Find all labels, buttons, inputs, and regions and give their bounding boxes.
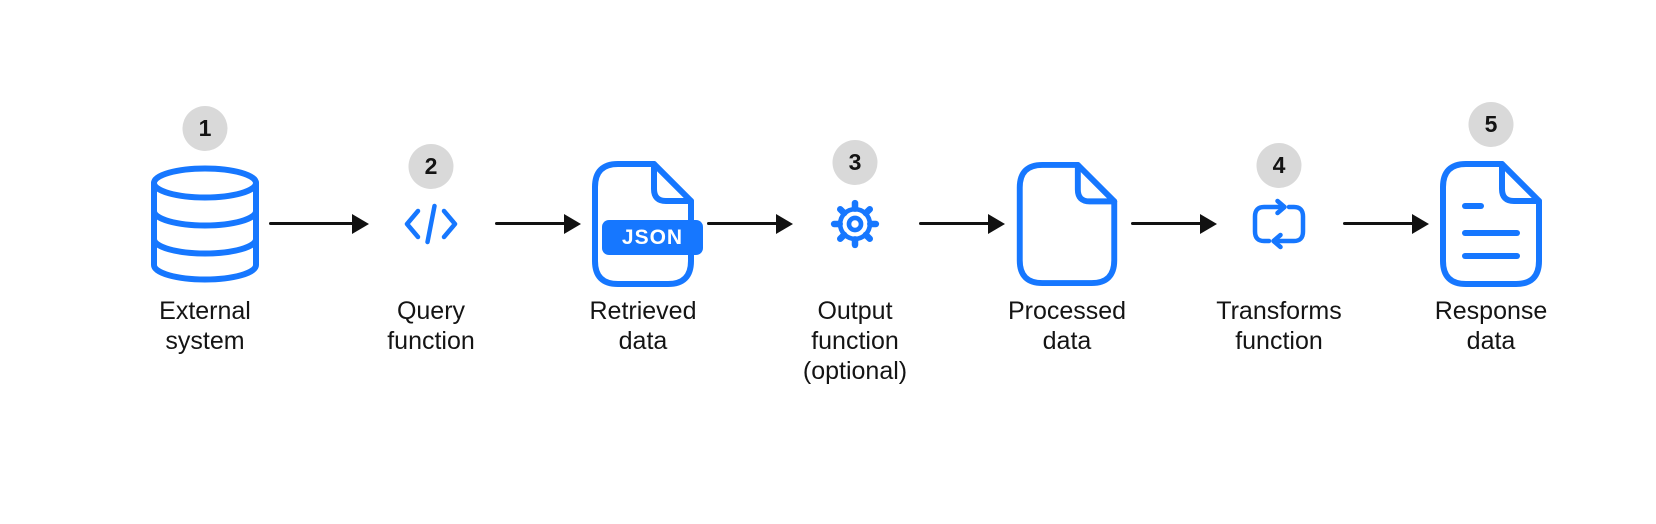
loop-icon xyxy=(1250,198,1308,250)
node-figure: 5 xyxy=(1431,82,1551,290)
arrowhead xyxy=(776,213,793,234)
flow-arrow xyxy=(491,82,583,290)
node-figure: 3 xyxy=(795,82,915,290)
arrowhead xyxy=(1200,213,1217,234)
node-label: External system xyxy=(159,297,251,355)
step-badge: 5 xyxy=(1468,102,1514,147)
pipeline-node-response-data: 5 Response data xyxy=(1431,82,1551,356)
flow-arrow xyxy=(1339,82,1431,290)
flow-arrow xyxy=(703,82,795,290)
arrowhead xyxy=(352,213,369,234)
pipeline-node-output-function: 3 Output fu xyxy=(795,82,915,386)
node-label: Output function (optional) xyxy=(802,297,908,385)
node-label: Transforms function xyxy=(1216,297,1342,355)
node-label: Response data xyxy=(1434,297,1548,355)
gear-icon xyxy=(829,198,881,250)
node-figure: 4 xyxy=(1219,82,1339,290)
pipeline-node-transforms-function: 4 Transforms function xyxy=(1216,82,1342,356)
node-label: Processed data xyxy=(1007,297,1127,355)
node-figure xyxy=(1007,82,1127,290)
arrowhead xyxy=(1412,213,1429,234)
arrowhead xyxy=(988,213,1005,234)
flow-arrow xyxy=(915,82,1007,290)
arrow-shaft xyxy=(269,222,354,225)
node-label: Query function xyxy=(387,297,475,355)
step-badge: 2 xyxy=(408,144,454,189)
json-chip: JSON xyxy=(602,220,703,255)
step-badge: 3 xyxy=(832,140,878,185)
flow-arrow xyxy=(1127,82,1219,290)
flow-arrow xyxy=(265,82,371,290)
node-label: Retrieved data xyxy=(589,297,697,355)
arrow-shaft xyxy=(1131,222,1202,225)
code-icon xyxy=(404,202,458,246)
pipeline-node-retrieved-data: JSON Retrieved data xyxy=(583,82,703,356)
pipeline-node-external-system: 1 External system xyxy=(145,82,265,356)
json-file-icon: JSON xyxy=(590,160,703,288)
document-icon xyxy=(1438,160,1544,288)
arrowhead xyxy=(564,213,581,234)
pipeline-diagram: 1 External system 2 xyxy=(145,82,1551,386)
pipeline-node-processed-data: Processed data xyxy=(1007,82,1127,356)
node-figure: JSON xyxy=(583,82,703,290)
arrow-shaft xyxy=(919,222,990,225)
step-badge: 1 xyxy=(182,106,228,151)
step-badge: 4 xyxy=(1256,142,1302,188)
node-figure: 1 xyxy=(145,82,265,290)
node-figure: 2 xyxy=(371,82,491,290)
arrow-shaft xyxy=(495,222,566,225)
arrow-shaft xyxy=(1343,222,1414,225)
arrow-shaft xyxy=(707,222,778,225)
pipeline-node-query-function: 2 Query function xyxy=(371,82,491,356)
database-icon xyxy=(149,164,261,284)
file-icon xyxy=(1015,161,1120,287)
